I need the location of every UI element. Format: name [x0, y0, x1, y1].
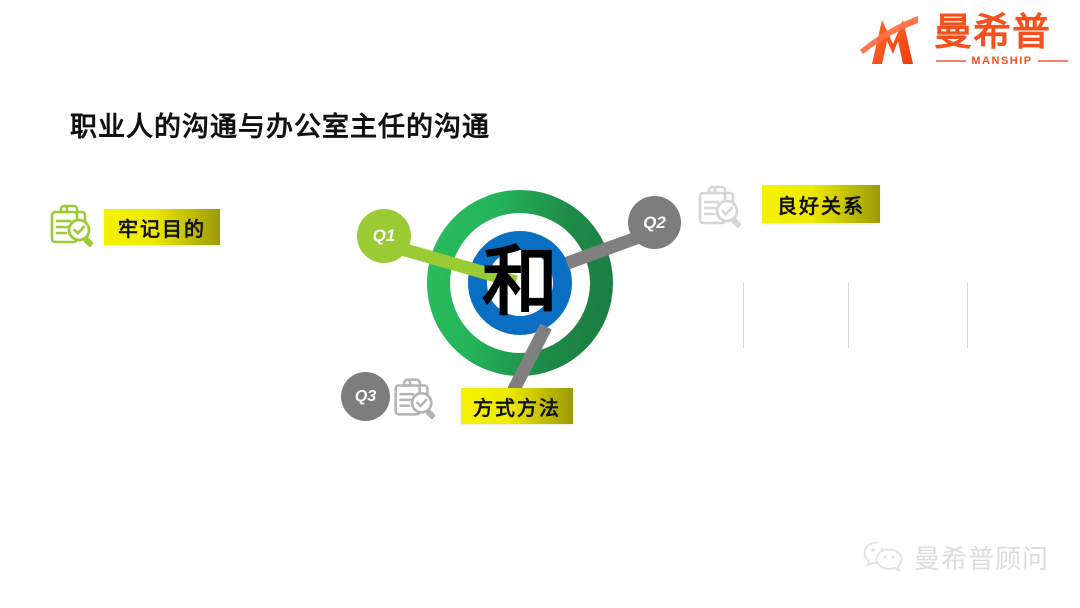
divider-line-1 [743, 282, 744, 348]
brand-rule-right [1037, 60, 1069, 62]
page-title: 职业人的沟通与办公室主任的沟通 [70, 112, 490, 142]
manship-m-logo-icon [860, 16, 918, 64]
brand-name-cn: 曼希普 [934, 12, 1052, 54]
brand-name-en-wrap: MANSHIP [936, 54, 1069, 68]
watermark-text: 曼希普顾问 [914, 543, 1050, 574]
watermark: 曼希普顾问 [862, 535, 1049, 579]
label-relationship[interactable]: 良好关系 [762, 185, 880, 223]
target-rings-graphic: 和 [427, 190, 613, 376]
divider-line-2 [848, 282, 849, 348]
wechat-icon [863, 541, 903, 573]
divider-line-3 [967, 282, 968, 348]
badge-q3[interactable]: Q3 [341, 372, 390, 421]
brand-rule-left [936, 60, 967, 62]
label-purpose[interactable]: 牢记目的 [104, 209, 220, 245]
badge-q2[interactable]: Q2 [628, 196, 681, 249]
label-method[interactable]: 方式方法 [461, 388, 573, 424]
clipboard-magnifier-check-icon-method [394, 378, 436, 420]
brand-logo: 曼希普 MANSHIP [860, 12, 1070, 74]
badge-q1[interactable]: Q1 [357, 209, 411, 263]
center-character: 和 [482, 240, 558, 325]
brand-name-en: MANSHIP [971, 55, 1033, 67]
clipboard-magnifier-check-icon-relationship [698, 185, 742, 228]
clipboard-magnifier-check-icon-purpose [50, 204, 94, 247]
